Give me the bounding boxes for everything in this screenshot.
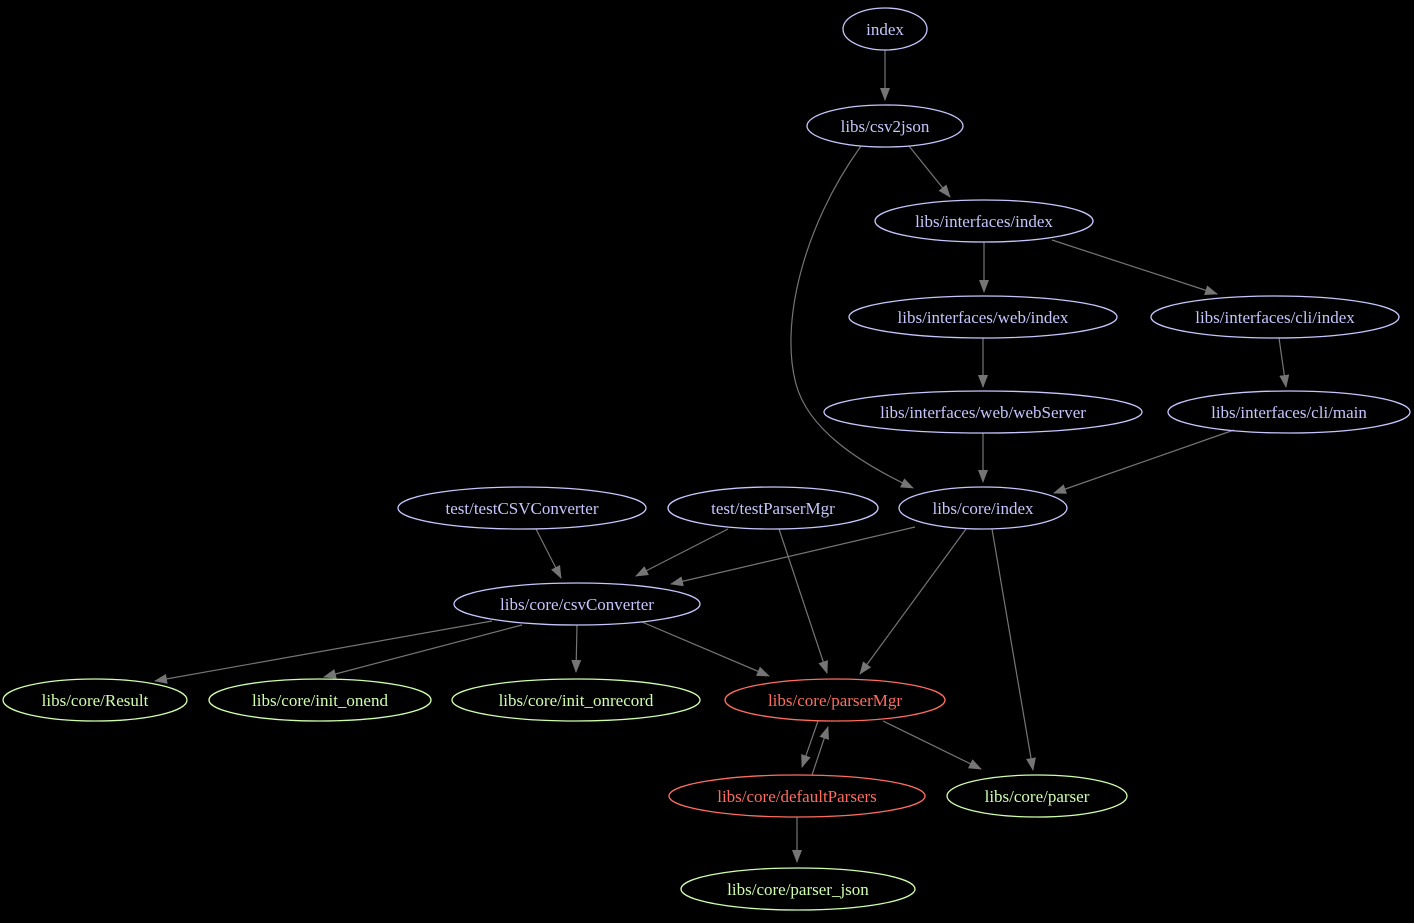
node-ellipse xyxy=(397,486,647,530)
edge-libs-csv2json-to-libs-interfaces-index xyxy=(908,145,951,198)
edge-libs-core-csvConverter-to-libs-core-parserMgr xyxy=(641,621,770,677)
node-label: libs/core/init_onrecord xyxy=(499,691,654,710)
node-ellipse xyxy=(806,104,964,148)
node-libs-core-Result: libs/core/Result xyxy=(2,678,188,722)
edge-libs-csv2json-to-libs-core-index xyxy=(790,145,914,489)
node-ellipse xyxy=(668,774,926,818)
node-label: test/testParserMgr xyxy=(711,499,835,518)
edge-layer xyxy=(154,50,1290,863)
node-label: libs/core/parser_json xyxy=(727,880,869,899)
node-index: index xyxy=(842,7,928,51)
edge-test-testParserMgr-to-libs-core-parserMgr xyxy=(778,528,828,674)
node-label: libs/core/index xyxy=(932,499,1034,518)
edge-libs-core-csvConverter-to-libs-core-init_onend xyxy=(323,624,523,679)
node-label: libs/core/init_onend xyxy=(252,691,388,710)
edge-libs-core-index-to-libs-core-parser xyxy=(991,528,1036,771)
edge-libs-interfaces-cli-main-to-libs-core-index xyxy=(1053,429,1235,494)
node-libs-interfaces-cli-index: libs/interfaces/cli/index xyxy=(1150,295,1400,339)
node-ellipse xyxy=(680,867,916,911)
node-test-testCSVConverter: test/testCSVConverter xyxy=(397,486,647,530)
node-label: libs/csv2json xyxy=(841,117,930,136)
node-ellipse xyxy=(451,678,701,722)
edge-libs-core-csvConverter-to-libs-core-init_onrecord xyxy=(571,624,582,673)
node-label: libs/core/defaultParsers xyxy=(717,787,877,806)
node-label: libs/interfaces/web/index xyxy=(898,308,1069,327)
node-ellipse xyxy=(842,7,928,51)
node-ellipse xyxy=(1167,390,1411,434)
node-libs-core-index: libs/core/index xyxy=(898,486,1068,530)
node-label: libs/core/parserMgr xyxy=(768,691,902,710)
node-ellipse xyxy=(1150,295,1400,339)
node-test-testParserMgr: test/testParserMgr xyxy=(667,486,879,530)
node-label: libs/core/parser xyxy=(985,787,1090,806)
node-libs-csv2json: libs/csv2json xyxy=(806,104,964,148)
node-libs-interfaces-web-index: libs/interfaces/web/index xyxy=(848,295,1118,339)
node-ellipse xyxy=(874,199,1094,243)
node-ellipse xyxy=(667,486,879,530)
node-label: libs/core/csvConverter xyxy=(500,595,654,614)
node-label: libs/core/Result xyxy=(42,691,149,710)
edge-libs-core-parserMgr-to-libs-core-parser xyxy=(882,720,982,770)
node-libs-interfaces-index: libs/interfaces/index xyxy=(874,199,1094,243)
node-ellipse xyxy=(453,582,701,626)
node-ellipse xyxy=(848,295,1118,339)
node-libs-interfaces-cli-main: libs/interfaces/cli/main xyxy=(1167,390,1411,434)
edge-libs-core-csvConverter-to-libs-core-Result xyxy=(154,620,493,684)
node-libs-core-init_onrecord: libs/core/init_onrecord xyxy=(451,678,701,722)
node-libs-core-parser: libs/core/parser xyxy=(946,774,1128,818)
edge-libs-core-index-to-libs-core-csvConverter xyxy=(670,526,916,587)
node-libs-core-init_onend: libs/core/init_onend xyxy=(208,678,432,722)
edge-libs-interfaces-cli-index-to-libs-interfaces-cli-main xyxy=(1278,337,1290,388)
node-label: libs/interfaces/web/webServer xyxy=(880,403,1086,422)
node-ellipse xyxy=(823,390,1143,434)
node-libs-interfaces-web-webServer: libs/interfaces/web/webServer xyxy=(823,390,1143,434)
node-ellipse xyxy=(724,678,946,722)
node-ellipse xyxy=(208,678,432,722)
node-label: libs/interfaces/cli/index xyxy=(1195,308,1355,327)
edge-test-testCSVConverter-to-libs-core-csvConverter xyxy=(535,528,562,579)
node-ellipse xyxy=(946,774,1128,818)
node-label: index xyxy=(866,20,904,39)
edge-libs-core-defaultParsers-to-libs-core-parserMgr xyxy=(811,726,829,776)
node-libs-core-defaultParsers: libs/core/defaultParsers xyxy=(668,774,926,818)
node-label: libs/interfaces/cli/main xyxy=(1211,403,1367,422)
edge-libs-core-index-to-libs-core-parserMgr xyxy=(859,528,967,675)
node-label: test/testCSVConverter xyxy=(446,499,599,518)
edge-test-testParserMgr-to-libs-core-csvConverter xyxy=(635,528,729,577)
node-layer: index libs/csv2json libs/interfaces/index l… xyxy=(2,7,1411,911)
node-libs-core-parserMgr: libs/core/parserMgr xyxy=(724,678,946,722)
node-libs-core-csvConverter: libs/core/csvConverter xyxy=(453,582,701,626)
node-label: libs/interfaces/index xyxy=(915,212,1053,231)
node-libs-core-parser_json: libs/core/parser_json xyxy=(680,867,916,911)
edge-libs-core-parserMgr-to-libs-core-defaultParsers xyxy=(801,720,819,768)
node-ellipse xyxy=(898,486,1068,530)
edge-libs-interfaces-index-to-libs-interfaces-cli-index xyxy=(1051,239,1218,296)
node-ellipse xyxy=(2,678,188,722)
